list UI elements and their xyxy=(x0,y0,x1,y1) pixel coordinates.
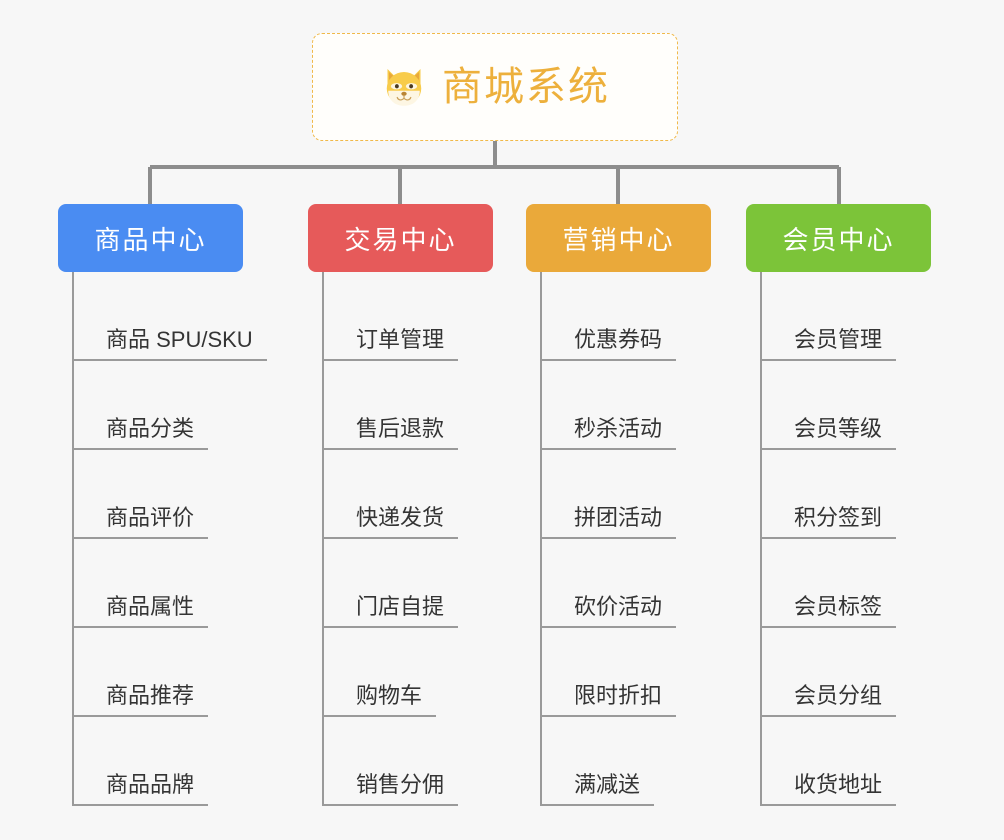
leaf-label: 商品品牌 xyxy=(73,771,209,806)
leaf-item[interactable]: 购物车 xyxy=(323,628,493,717)
leaf-label: 秒杀活动 xyxy=(541,415,677,450)
leaf-label: 售后退款 xyxy=(323,415,459,450)
leaf-item[interactable]: 快递发货 xyxy=(323,450,493,539)
shiba-dog-face-icon xyxy=(386,69,422,107)
leaf-item[interactable]: 订单管理 xyxy=(323,272,493,361)
leaf-label: 会员标签 xyxy=(761,593,897,628)
branch-column-member-center: 会员中心 会员管理 会员等级 积分签到 会员标签 会员分组 收货地址 xyxy=(746,204,931,806)
leaf-item[interactable]: 拼团活动 xyxy=(541,450,711,539)
leaf-label: 商品分类 xyxy=(73,415,209,450)
category-header-product-center[interactable]: 商品中心 xyxy=(58,204,243,272)
root-node[interactable]: 商城系统 xyxy=(312,33,678,141)
leaf-label: 商品推荐 xyxy=(73,682,209,717)
leaf-label: 会员等级 xyxy=(761,415,897,450)
leaf-item[interactable]: 限时折扣 xyxy=(541,628,711,717)
leaf-item[interactable]: 销售分佣 xyxy=(323,717,493,806)
leaf-item[interactable]: 商品属性 xyxy=(73,539,267,628)
root-title: 商城系统 xyxy=(442,65,610,109)
leaf-item[interactable]: 会员标签 xyxy=(761,539,931,628)
category-header-marketing-center[interactable]: 营销中心 xyxy=(526,204,711,272)
leaf-item[interactable]: 商品品牌 xyxy=(73,717,267,806)
leaf-list-trade-center: 订单管理 售后退款 快递发货 门店自提 购物车 销售分佣 xyxy=(322,272,493,806)
leaf-label: 会员管理 xyxy=(761,326,897,361)
leaf-item[interactable]: 会员管理 xyxy=(761,272,931,361)
leaf-list-marketing-center: 优惠券码 秒杀活动 拼团活动 砍价活动 限时折扣 满减送 xyxy=(540,272,711,806)
leaf-item[interactable]: 门店自提 xyxy=(323,539,493,628)
category-label: 交易中心 xyxy=(344,224,457,255)
leaf-label: 优惠券码 xyxy=(541,326,677,361)
leaf-item[interactable]: 秒杀活动 xyxy=(541,361,711,450)
leaf-item[interactable]: 商品 SPU/SKU xyxy=(74,272,267,361)
leaf-item[interactable]: 满减送 xyxy=(541,717,711,806)
category-label: 商品中心 xyxy=(94,224,207,255)
leaf-item[interactable]: 积分签到 xyxy=(761,450,931,539)
branch-column-trade-center: 交易中心 订单管理 售后退款 快递发货 门店自提 购物车 销售分佣 xyxy=(308,204,493,806)
leaf-item[interactable]: 商品分类 xyxy=(73,361,267,450)
leaf-label: 门店自提 xyxy=(323,593,459,628)
leaf-list-member-center: 会员管理 会员等级 积分签到 会员标签 会员分组 收货地址 xyxy=(760,272,931,806)
branch-column-product-center: 商品中心 商品 SPU/SKU 商品分类 商品评价 商品属性 商品推荐 商品品牌 xyxy=(58,204,267,806)
leaf-item[interactable]: 售后退款 xyxy=(323,361,493,450)
leaf-label: 购物车 xyxy=(323,682,437,717)
category-label: 营销中心 xyxy=(562,224,675,255)
leaf-label: 订单管理 xyxy=(323,326,459,361)
leaf-label: 砍价活动 xyxy=(541,593,677,628)
leaf-list-product-center: 商品 SPU/SKU 商品分类 商品评价 商品属性 商品推荐 商品品牌 xyxy=(72,272,267,806)
leaf-item[interactable]: 会员分组 xyxy=(761,628,931,717)
category-header-member-center[interactable]: 会员中心 xyxy=(746,204,931,272)
leaf-label: 收货地址 xyxy=(761,771,897,806)
leaf-label: 商品属性 xyxy=(73,593,209,628)
leaf-item[interactable]: 收货地址 xyxy=(761,717,931,806)
leaf-item[interactable]: 商品评价 xyxy=(73,450,267,539)
leaf-item[interactable]: 优惠券码 xyxy=(541,272,711,361)
leaf-label: 积分签到 xyxy=(761,504,897,539)
category-label: 会员中心 xyxy=(782,224,895,255)
leaf-item[interactable]: 砍价活动 xyxy=(541,539,711,628)
leaf-label: 快递发货 xyxy=(323,504,459,539)
branch-column-marketing-center: 营销中心 优惠券码 秒杀活动 拼团活动 砍价活动 限时折扣 满减送 xyxy=(526,204,711,806)
leaf-label: 商品 SPU/SKU xyxy=(74,326,267,361)
leaf-item[interactable]: 商品推荐 xyxy=(73,628,267,717)
leaf-label: 满减送 xyxy=(541,771,655,806)
leaf-item[interactable]: 会员等级 xyxy=(761,361,931,450)
leaf-label: 拼团活动 xyxy=(541,504,677,539)
leaf-label: 商品评价 xyxy=(73,504,209,539)
leaf-label: 限时折扣 xyxy=(541,682,677,717)
leaf-label: 销售分佣 xyxy=(323,771,459,806)
category-header-trade-center[interactable]: 交易中心 xyxy=(308,204,493,272)
leaf-label: 会员分组 xyxy=(761,682,897,717)
